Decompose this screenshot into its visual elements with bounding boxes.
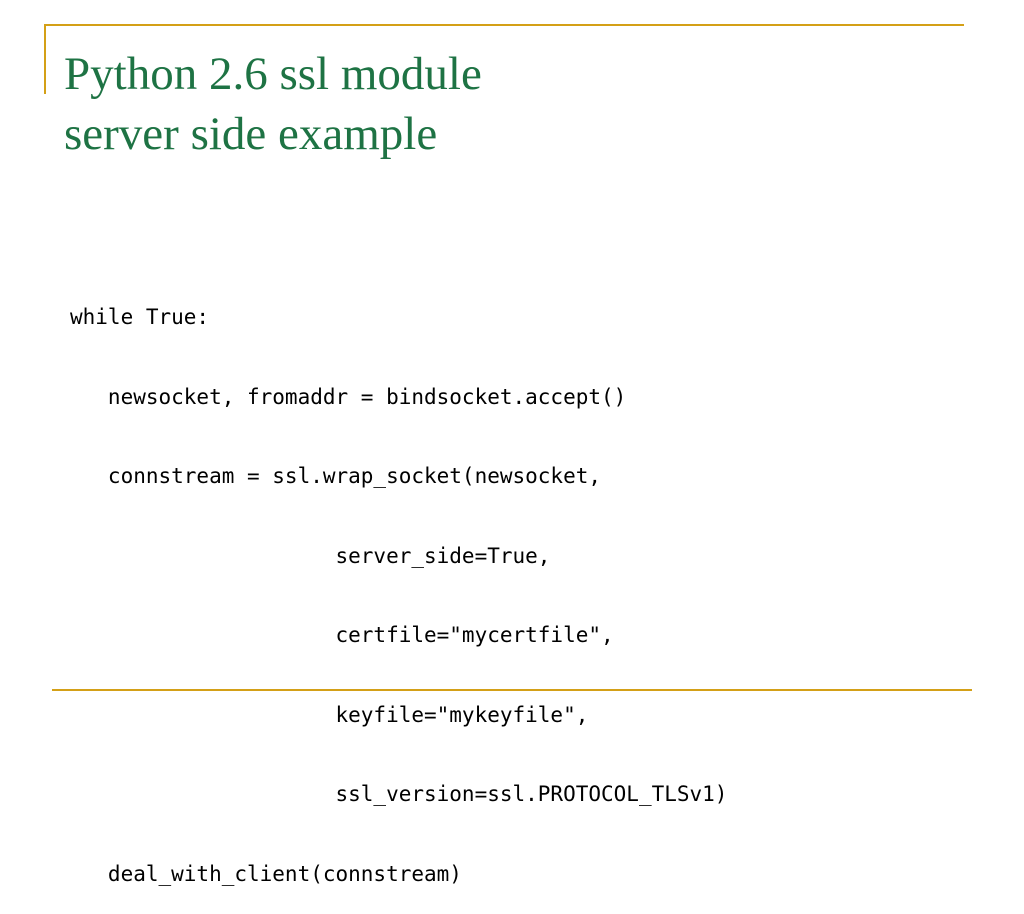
slide-title-line-1: Python 2.6 ssl module: [64, 48, 482, 100]
code-line-7: ssl_version=ssl.PROTOCOL_TLSv1): [70, 782, 728, 806]
slide-title-line-2: server side example: [64, 108, 438, 160]
code-line-6: keyfile="mykeyfile",: [70, 702, 589, 727]
slide-title: Python 2.6 ssl module server side exampl…: [64, 44, 482, 164]
code-line-5: certfile="mycertfile",: [70, 623, 614, 647]
frame-top-rule: [44, 24, 964, 26]
code-line-8: deal_with_client(connstream): [70, 861, 462, 886]
code-line-2: newsocket, fromaddr = bindsocket.accept(…: [70, 384, 627, 409]
code-line-3: connstream = ssl.wrap_socket(newsocket,: [70, 464, 602, 488]
code-line-4: server_side=True,: [70, 543, 551, 568]
frame-left-rule: [44, 24, 46, 94]
code-line-1: while True:: [70, 305, 210, 329]
code-block: while True: newsocket, fromaddr = bindso…: [70, 251, 727, 914]
frame-bottom-rule: [52, 689, 972, 691]
